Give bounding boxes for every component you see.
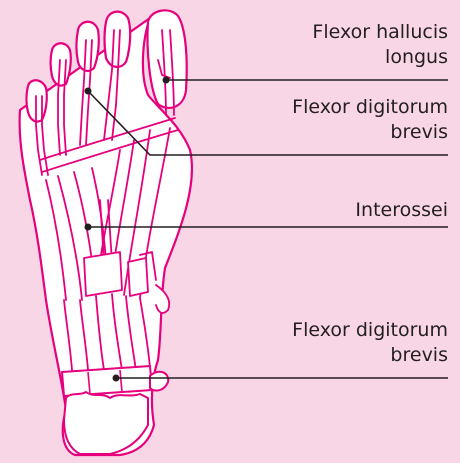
label-line: Interossei xyxy=(355,198,448,223)
label-flexor-digitorum-brevis-lower: Flexor digitorum brevis xyxy=(292,318,448,368)
label-line: longus xyxy=(312,45,448,70)
label-flexor-digitorum-brevis-upper: Flexor digitorum brevis xyxy=(292,95,448,145)
label-line: brevis xyxy=(292,343,448,368)
label-interossei: Interossei xyxy=(355,198,448,223)
third-toe xyxy=(77,22,99,71)
leader-dot-flexor-hallucis-longus xyxy=(163,77,170,84)
label-line: Flexor digitorum xyxy=(292,95,448,120)
label-line: brevis xyxy=(292,120,448,145)
label-line: Flexor hallucis xyxy=(312,20,448,45)
label-flexor-hallucis-longus: Flexor hallucis longus xyxy=(312,20,448,70)
leader-dot-flexor-digitorum-brevis-upper xyxy=(85,88,92,95)
leader-dot-flexor-digitorum-brevis-lower xyxy=(113,375,120,382)
label-line: Flexor digitorum xyxy=(292,318,448,343)
second-toe xyxy=(105,12,131,67)
big-toe xyxy=(147,10,186,108)
leader-dot-interossei xyxy=(85,224,92,231)
